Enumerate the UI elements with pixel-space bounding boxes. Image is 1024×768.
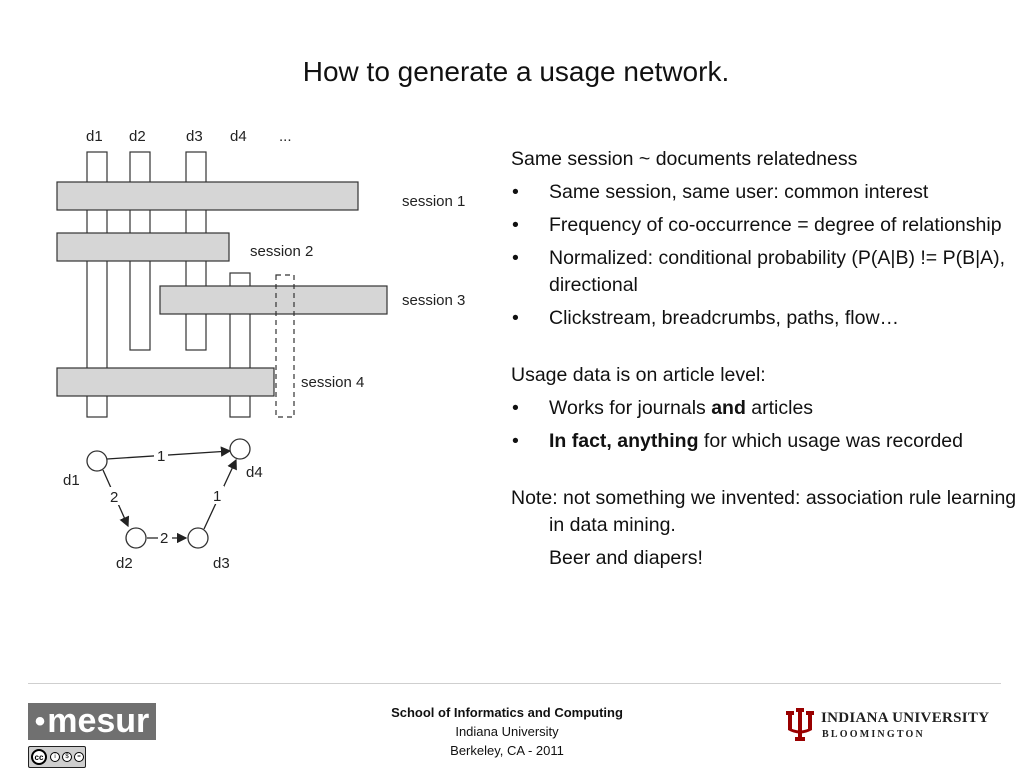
bullet-item: Frequency of co-occurrence = degree of r… — [511, 212, 1019, 239]
session-label-2: session 2 — [250, 243, 313, 260]
footer-divider — [28, 683, 1001, 684]
bullet-item: Normalized: conditional probability (P(A… — [511, 245, 1019, 299]
bullet-item: Clickstream, breadcrumbs, paths, flow… — [511, 305, 1019, 332]
session-bar-3 — [159, 285, 388, 315]
footer-school: School of Informatics and Computing — [391, 705, 623, 720]
session-label-4: session 4 — [301, 374, 364, 391]
iu-name: INDIANA UNIVERSITY — [821, 710, 990, 726]
edge-d1-d4 — [106, 446, 232, 460]
indiana-university-logo: INDIANA UNIVERSITY BLOOMINGTON — [786, 708, 1006, 742]
doc-column-placeholder — [275, 274, 295, 418]
bullet-item: Same session, same user: common interest — [511, 179, 1019, 206]
heading-session-relatedness: Same session ~ documents relatedness — [511, 148, 858, 170]
iu-trident-icon — [786, 708, 814, 741]
doc-label-more: ... — [279, 128, 292, 145]
edge-weight-d1-d2: 2 — [110, 489, 118, 506]
bullet-item-journals: Works for journals and articles — [511, 395, 1019, 422]
doc-label-d3: d3 — [186, 128, 203, 145]
heading-article-level: Usage data is on article level: — [511, 364, 766, 386]
cc-by-nc-nd-icon: cc i$= — [28, 746, 86, 768]
note-beer-diapers: Beer and diapers! — [549, 547, 703, 569]
footer-university: Indiana University — [455, 724, 559, 739]
edge-weight-d1-d4: 1 — [157, 448, 165, 465]
node-label-d2: d2 — [116, 555, 133, 572]
node-label-d4: d4 — [246, 464, 263, 481]
mesur-logo: •mesur — [28, 702, 156, 740]
session-label-1: session 1 — [402, 193, 465, 210]
doc-label-d4: d4 — [230, 128, 247, 145]
node-label-d3: d3 — [213, 555, 230, 572]
session-bar-1 — [56, 181, 359, 211]
node-d4 — [229, 438, 251, 460]
footer-text: School of Informatics and Computing Indi… — [357, 703, 657, 760]
edge-weight-d2-d3: 2 — [160, 530, 168, 547]
node-label-d1: d1 — [63, 472, 80, 489]
edge-weight-d3-d4: 1 — [213, 488, 221, 505]
iu-campus: BLOOMINGTON — [822, 729, 925, 740]
bullet-list: Same session ~ documents relatedness Sam… — [511, 146, 1019, 572]
node-d1 — [86, 450, 108, 472]
bullet-item-anything: In fact, anything for which usage was re… — [511, 428, 1019, 455]
node-d2 — [125, 527, 147, 549]
footer-location: Berkeley, CA - 2011 — [450, 743, 564, 758]
slide-title: How to generate a usage network. — [302, 56, 730, 87]
node-d3 — [187, 527, 209, 549]
session-bar-4 — [56, 367, 275, 397]
session-bar-2 — [56, 232, 230, 262]
note-text: Note: not something we invented: associa… — [511, 487, 1017, 536]
doc-label-d1: d1 — [86, 128, 103, 145]
session-label-3: session 3 — [402, 292, 465, 309]
doc-column-d1 — [86, 151, 108, 418]
doc-label-d2: d2 — [129, 128, 146, 145]
usage-network-diagram: d1 d2 d3 d4 ... session 1 session 2 sess… — [56, 128, 465, 572]
